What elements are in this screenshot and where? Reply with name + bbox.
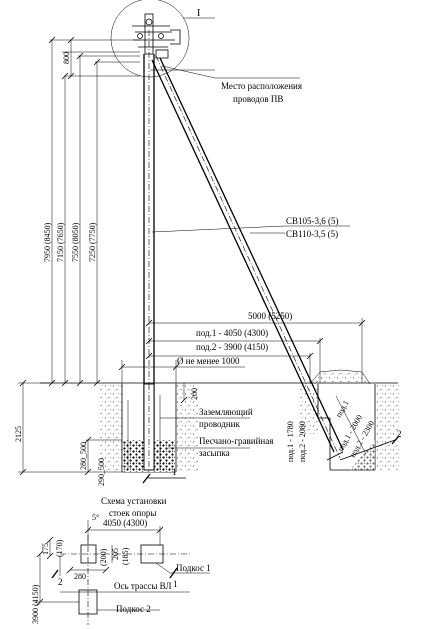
backfill-line1: Песчано-гравийная (199, 436, 273, 446)
installation-scheme: Схема установки стоек опоры 4050 (4300) … (31, 496, 211, 625)
strut-type-2: СВ110-3,5 (5) (286, 229, 338, 239)
dim-200: 200 (190, 388, 199, 400)
dim-170: (170) (55, 539, 64, 557)
mark-2: 2 (397, 429, 402, 439)
scheme-title-line1: Схема установки (101, 496, 167, 506)
dim-175: 175 (41, 543, 50, 555)
dim-200-group: 200 (180, 383, 199, 404)
height-7250: 7250 (7750) (88, 222, 97, 262)
dim-min-1000: Ø не менее 1000 (177, 356, 240, 366)
dim-205: 205 (111, 548, 120, 560)
dim-3900-4150: 3900 (4150) (31, 584, 40, 624)
pole-pit (100, 383, 198, 473)
detail-mark: I (197, 8, 200, 19)
section-mark-2: 2 (339, 429, 402, 461)
horizontal-dimensions: 5000 (5250) под.1 - 4050 (4300) под.2 - … (145, 311, 366, 383)
height-7150: 7150 (7650) (56, 222, 65, 262)
angle-5deg: 5° (92, 513, 99, 522)
detail-circle: I (110, 0, 215, 78)
dim-pod1-1780: под.1 - 1780 (286, 421, 295, 462)
backfill-line2: засыпка (199, 448, 230, 458)
strut-pit (300, 369, 400, 471)
dim-185: (185) (121, 547, 130, 565)
vl-axis-label: Ось трассы ВЛ (114, 581, 171, 591)
scheme-mark-2: 2 (58, 577, 63, 587)
dim-pod2: под.2 - 3900 (4150) (196, 342, 268, 352)
dim-280-500: 280_500 (79, 442, 88, 470)
podkos-2-label: Подкос 2 (116, 604, 151, 614)
dim-5000: 5000 (5250) (248, 311, 292, 321)
scheme-mark-1: 1 (173, 579, 178, 589)
dim-290-500: 290_500 (97, 458, 106, 486)
height-7550: 7550 (8050) (71, 222, 80, 262)
pit-diameter-callout: Ø не менее 1000 (118, 356, 245, 384)
strut-type-callout: СВ105-3,6 (5) СВ110-3,5 (5) (151, 216, 350, 239)
pit-callouts: Заземляющий проводник Песчано-гравийная … (160, 407, 273, 458)
height-7950: 7950 (8450) (43, 222, 52, 262)
grounding-line1: Заземляющий (199, 407, 253, 417)
height-dimensions: 800 7950 (8450) 7150 (7650) 7550 (8050) … (43, 36, 140, 387)
section-mark-1: 1 (142, 467, 186, 484)
dim-pod1: под.1 - 4050 (4300) (196, 328, 268, 338)
strut-type-1: СВ105-3,6 (5) (286, 216, 339, 226)
dim-pod2-2080: под.2 - 2080 (298, 421, 307, 462)
dim-pod1-short: под.1 (334, 399, 351, 419)
wire-location-callout: Место расположения проводов ПВ (150, 65, 302, 104)
dim-280: 280 (74, 572, 86, 581)
depth-dimensions: 2125 280_500 290_500 (14, 379, 122, 486)
scheme-title-line2: стоек опоры (109, 508, 156, 518)
dim-2125: 2125 (14, 426, 23, 442)
podkos-1-label: Подкос 1 (176, 563, 211, 573)
grounding-line2: проводник (199, 419, 240, 429)
wire-location-line2: проводов ПВ (233, 94, 283, 104)
wire-location-line1: Место расположения (221, 81, 302, 91)
height-800: 800 (62, 52, 71, 64)
mark-1: 1 (172, 467, 177, 477)
dim-200b: (200) (99, 548, 108, 566)
dim-4050-4300: 4050 (4300) (103, 518, 147, 528)
